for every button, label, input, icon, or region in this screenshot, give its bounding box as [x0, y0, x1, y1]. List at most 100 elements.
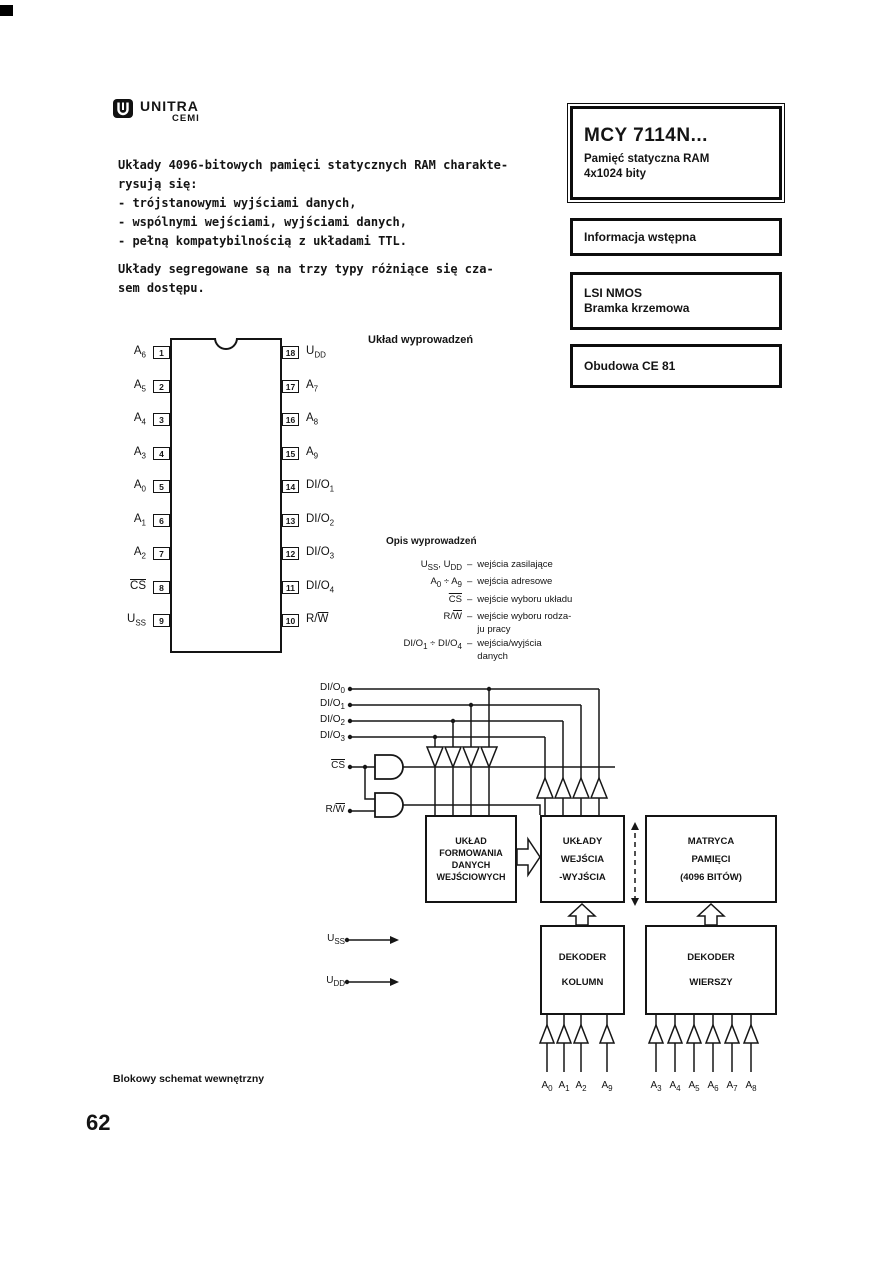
pin-4-label: A3 [133, 446, 146, 461]
package-box: Obudowa CE 81 [570, 344, 782, 388]
pin-description: Opis wyprowadzeń USS, UDD – wejścia zasi… [386, 536, 636, 665]
block-column-decoder: DEKODER KOLUMN [540, 925, 625, 1015]
signal-dio2: DI/O2 [319, 714, 345, 727]
addr-a9: A9 [601, 1080, 613, 1093]
pin-18-label: UDD [306, 345, 326, 360]
pin-17-row: 17 A7 [282, 379, 392, 394]
pin-17-label: A7 [306, 379, 319, 394]
pin-3-row: A4 3 [96, 412, 170, 427]
col-address-buffers [538, 1015, 616, 1072]
pin-12-row: 12 DI/O3 [282, 546, 392, 561]
pin-13-label: DI/O2 [306, 513, 335, 528]
block-diagram: DI/O0 DI/O1 DI/O2 DI/O3 CS R/W USS UDD U… [295, 672, 805, 1132]
pin-10-row: 10 R/W [282, 613, 392, 628]
intro-line: Układy 4096-bitowych pamięci statycznych… [118, 158, 509, 172]
pin-13-number: 13 [282, 514, 299, 527]
pin-description-title: Opis wyprowadzeń [386, 536, 477, 547]
row-address-buffers [647, 1015, 760, 1072]
pin-17-number: 17 [282, 380, 299, 393]
signal-dio0: DI/O0 [319, 682, 345, 695]
intro-text: Układy 4096-bitowych pamięci statycznych… [118, 156, 588, 298]
addr-a7: A7 [726, 1080, 738, 1093]
part-description-2: 4x1024 bity [584, 167, 647, 180]
addr-a5: A5 [688, 1080, 700, 1093]
intro-line: - trójstanowymi wyjściami danych, [118, 196, 357, 210]
signal-uss: USS [327, 933, 345, 946]
intro-line: Układy segregowane są na trzy typy różni… [118, 262, 494, 276]
pin-9-label: USS [127, 613, 146, 628]
pin-14-number: 14 [282, 480, 299, 493]
cs-gate-icon [374, 754, 404, 780]
brand-logo: UNITRA CEMI [112, 98, 200, 124]
pin-13-row: 13 DI/O2 [282, 513, 392, 528]
pin-11-row: 11 DI/O4 [282, 580, 392, 595]
signal-rw: R/W [325, 804, 345, 815]
signal-dio3: DI/O3 [319, 730, 345, 743]
pin-8-label: CS [130, 580, 146, 593]
pin-2-label: A5 [133, 379, 146, 394]
block-diagram-graphics [344, 686, 760, 1072]
block-diagram-caption: Blokowy schemat wewnętrzny [113, 1073, 265, 1085]
pin-6-label: A1 [133, 513, 146, 528]
dashed-link [631, 822, 639, 906]
pin-3-number: 3 [153, 413, 170, 426]
pin-16-number: 16 [282, 413, 299, 426]
udd-arrow [344, 978, 399, 986]
junction-dots [347, 686, 492, 814]
addr-a3: A3 [650, 1080, 662, 1093]
page-number: 62 [86, 1110, 111, 1135]
technology-line-2: Bramka krzemowa [584, 301, 690, 315]
pin-18-number: 18 [282, 346, 299, 359]
pin-11-label: DI/O4 [306, 580, 335, 595]
pin-15-number: 15 [282, 447, 299, 460]
pin-12-label: DI/O3 [306, 546, 335, 561]
pin-12-number: 12 [282, 547, 299, 560]
control-wires [350, 766, 615, 815]
intro-line: - wspólnymi wejściami, wyjściami danych, [118, 215, 407, 229]
pin-desc-row-rw: R/W – wejście wyboru rodza-ju pracy [443, 611, 572, 635]
pin-7-label: A2 [133, 546, 146, 561]
part-number: MCY 7114N... [584, 124, 708, 146]
pin-4-row: A3 4 [96, 446, 170, 461]
pin-8-row: CS 8 [96, 580, 170, 595]
pin-2-row: A5 2 [96, 379, 170, 394]
pin-9-number: 9 [153, 614, 170, 627]
pin-16-row: 16 A8 [282, 412, 392, 427]
signal-udd: UDD [326, 975, 345, 988]
pin-5-row: A0 5 [96, 479, 170, 494]
pin-18-row: 18 UDD [282, 345, 392, 360]
intro-line: rysują się: [118, 177, 198, 191]
uss-arrow [344, 936, 399, 944]
pin-6-row: A1 6 [96, 513, 170, 528]
pin-4-number: 4 [153, 447, 170, 460]
scan-artifact [0, 5, 13, 16]
pin-15-label: A9 [306, 446, 319, 461]
block-input-former: UKŁAD FORMOWANIA DANYCH WEJŚCIOWYCH [425, 815, 517, 903]
brand-name: UNITRA [140, 98, 199, 114]
info-box: Informacja wstępna [570, 218, 782, 256]
pin-5-label: A0 [133, 479, 146, 494]
addr-a2: A2 [575, 1080, 587, 1093]
pin-desc-row-address: A0 ÷ A9 – wejścia adresowe [430, 576, 553, 590]
addr-a4: A4 [669, 1080, 681, 1093]
part-number-box: MCY 7114N... Pamięć statyczna RAM 4x1024… [567, 103, 785, 203]
signal-cs: CS [331, 760, 345, 771]
rw-gate-icon [374, 792, 404, 818]
block-io-circuits: UKŁADY WEJŚCIA -WYJŚCIA [540, 815, 625, 903]
pin-14-label: DI/O1 [306, 479, 335, 494]
addr-a1: A1 [558, 1080, 570, 1093]
pin-1-row: A6 1 [96, 345, 170, 360]
signal-dio1: DI/O1 [319, 698, 345, 711]
pin-7-row: A2 7 [96, 546, 170, 561]
ic-notch [214, 337, 238, 350]
pin-11-number: 11 [282, 581, 299, 594]
addr-a6: A6 [707, 1080, 719, 1093]
ic-package-outline [170, 337, 282, 653]
pin-16-label: A8 [306, 412, 319, 427]
data-flow-arrow [516, 836, 541, 878]
pin-10-label: R/W [306, 613, 329, 626]
pin-7-number: 7 [153, 547, 170, 560]
output-buffer-icons [535, 775, 609, 799]
pin-3-label: A4 [133, 412, 146, 427]
